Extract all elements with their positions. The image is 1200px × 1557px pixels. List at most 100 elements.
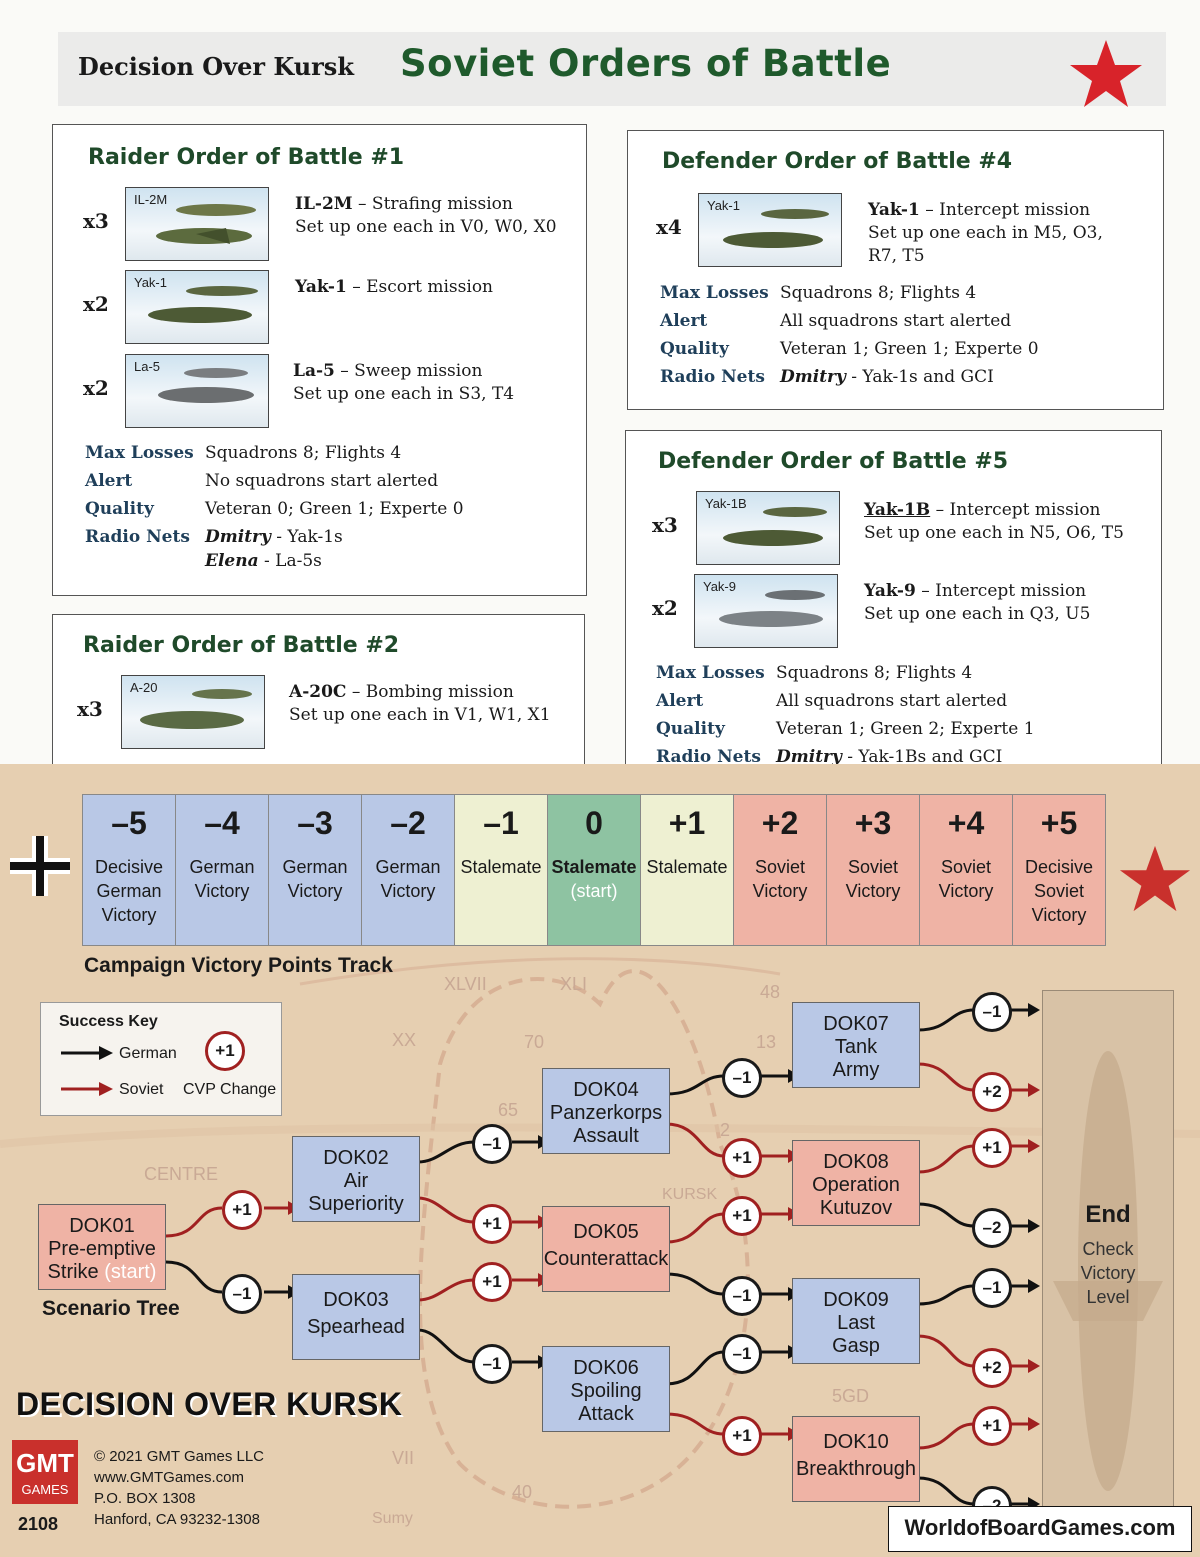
scenario-tree-connectors (165, 1003, 1040, 1511)
multiplier: x2 (83, 376, 109, 400)
key-cvp: CVP Change (183, 1081, 277, 1098)
german-cross-icon (10, 836, 70, 896)
scenario-tree-title: Scenario Tree (42, 1297, 180, 1320)
counter-label: Yak-1 (134, 275, 167, 290)
node-title: Spoiling (570, 1380, 642, 1402)
vp-value: +3 (854, 805, 892, 841)
key-german: German (119, 1045, 177, 1062)
map-label: VII (392, 1448, 415, 1468)
node-start-tag: (start) (104, 1261, 157, 1283)
scenario-node-dok08[interactable]: DOK08 Operation Kutuzov (792, 1140, 920, 1226)
plane-name: A-20C (289, 682, 347, 702)
scenario-node-dok05[interactable]: DOK05 Counterattack (542, 1206, 670, 1292)
raider-oob-2-box: Raider Order of Battle #2 x3 A-20 A-20C … (52, 614, 585, 786)
stat-max-losses: Squadrons 8; Flights 4 (205, 443, 402, 463)
map-label: 48 (760, 982, 781, 1002)
multiplier: x2 (83, 292, 109, 316)
game-name: Decision Over Kursk (78, 52, 354, 81)
key-arrows (61, 1046, 113, 1096)
node-title: Army (832, 1059, 880, 1081)
node-title: Operation (812, 1174, 900, 1196)
plane-setup-cont: R7, T5 (868, 246, 925, 266)
aircraft-icon (723, 507, 827, 546)
vp-label-line: Soviet (1033, 881, 1085, 901)
game-logo: DECISION OVER KURSK (16, 1386, 403, 1422)
map-label: XLVII (444, 974, 487, 994)
node-id: DOK10 (823, 1431, 889, 1453)
sheet-title: Soviet Orders of Battle (400, 42, 892, 85)
node-title: Spearhead (307, 1316, 405, 1338)
vp-label: Stalemate (641, 855, 733, 879)
cvp-circle: –1 (722, 1058, 762, 1098)
vp-value: +2 (761, 805, 799, 841)
end-title: End (1085, 1201, 1131, 1228)
scenario-node-dok07[interactable]: DOK07 Tank Army (792, 1002, 920, 1088)
plane-mission: – Strafing mission (352, 194, 513, 214)
vp-label-line: Soviet (847, 857, 899, 877)
yak9-counter: Yak-9 (694, 574, 838, 648)
vp-label-line: Victory (194, 881, 250, 901)
yak1b-counter: Yak-1B (696, 491, 840, 565)
soviet-star-icon (1119, 845, 1191, 912)
cvp-circle: –2 (972, 1208, 1012, 1248)
vp-label-line: Soviet (754, 857, 806, 877)
plane-setup: Set up one each in M5, O3, (868, 223, 1103, 243)
radio-net-name: Elena (205, 551, 259, 571)
defender-oob-5-box: Defender Order of Battle #5 x3 Yak-1B Ya… (625, 430, 1162, 786)
oob-title: Defender Order of Battle #4 (662, 149, 1013, 174)
multiplier: x4 (656, 215, 682, 239)
vp-value: –5 (111, 805, 147, 841)
scenario-node-dok06[interactable]: DOK06 Spoiling Attack (542, 1346, 670, 1432)
sheet-header: Decision Over Kursk Soviet Orders of Bat… (58, 32, 1166, 107)
vp-label-line: Stalemate (551, 857, 637, 877)
node-title: Last (837, 1312, 875, 1334)
plane-mission: – Bombing mission (346, 682, 514, 702)
map-label: 5GD (832, 1386, 870, 1406)
node-title: Assault (573, 1125, 639, 1147)
node-title: Strike (47, 1261, 99, 1283)
scenario-node-dok09[interactable]: DOK09 Last Gasp (792, 1278, 920, 1364)
cvp-circle: +2 (972, 1348, 1012, 1388)
node-title: Gasp (832, 1335, 880, 1357)
cvp-circle: +2 (972, 1072, 1012, 1112)
scenario-node-dok04[interactable]: DOK04 Panzerkorps Assault (542, 1068, 670, 1154)
map-label: 40 (512, 1482, 533, 1502)
cvp-circle: –1 (722, 1276, 762, 1316)
plane-mission: – Intercept mission (915, 581, 1087, 601)
node-title: Pre-emptive (48, 1238, 156, 1260)
multiplier: x2 (652, 596, 678, 620)
radio-net-desc: - La-5s (258, 551, 322, 571)
map-label: 65 (498, 1100, 519, 1120)
oob-stats: Max Losses Squadrons 8; Flights 4 Alert … (85, 439, 565, 579)
aircraft-icon (723, 209, 829, 248)
vp-label: Stalemate (455, 855, 547, 879)
vp-label-line: Victory (752, 881, 808, 901)
plane-name: La-5 (293, 361, 335, 381)
stat-quality: Veteran 0; Green 1; Experte 0 (205, 499, 464, 519)
map-label: Sumy (372, 1510, 413, 1527)
cvp-circle: +1 (722, 1196, 762, 1236)
a20-counter: A-20 (121, 675, 265, 749)
vp-label-line: Decisive (94, 857, 164, 877)
key-title: Success Key (59, 1013, 158, 1030)
node-id: DOK05 (573, 1221, 639, 1243)
vp-value: –3 (297, 805, 333, 841)
scenario-node-dok01[interactable]: DOK01 Pre-emptive Strike (start) (38, 1204, 166, 1290)
scenario-node-dok03[interactable]: DOK03 Spearhead (292, 1274, 420, 1360)
cvp-circle: –1 (222, 1274, 262, 1314)
scenario-node-dok02[interactable]: DOK02 Air Superiority (292, 1136, 420, 1222)
yak1-counter: Yak-1 (698, 193, 842, 267)
cvp-sample: +1 (205, 1031, 245, 1071)
vp-label-line: German (96, 881, 162, 901)
soviet-star-icon (1070, 40, 1142, 107)
stat-max-losses: Squadrons 8; Flights 4 (780, 283, 977, 303)
radio-net-desc: - Yak-1s (270, 527, 343, 547)
scenario-node-dok10[interactable]: DOK10 Breakthrough (792, 1416, 920, 1502)
